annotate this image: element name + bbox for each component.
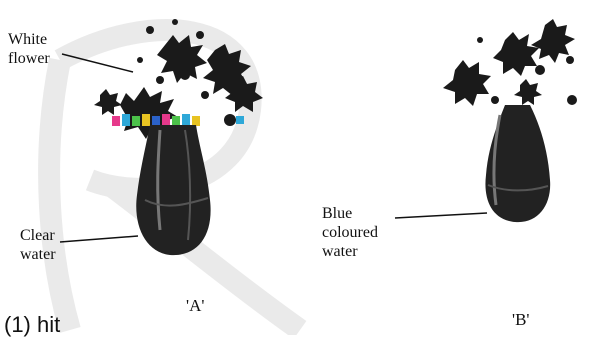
figure-a-vase — [136, 125, 210, 255]
clear-water-label-line1: Clear — [20, 226, 56, 245]
figure-b-flowers — [443, 19, 577, 106]
clear-water-leader-line — [60, 236, 138, 242]
clear-water-label-line2: water — [20, 245, 56, 264]
blue-water-label-line1: Blue — [322, 204, 378, 223]
figure-a-caption: 'A' — [186, 296, 204, 316]
blue-water-label-line3: water — [322, 242, 378, 261]
figure-b-vase — [485, 105, 550, 222]
white-flower-label-line1: White — [8, 30, 50, 49]
clear-water-label: Clear water — [20, 226, 56, 264]
white-flower-label: White flower — [8, 30, 50, 68]
blue-water-label: Blue coloured water — [322, 204, 378, 261]
white-flower-label-line2: flower — [8, 49, 50, 68]
blue-water-label-line2: coloured — [322, 223, 378, 242]
blue-water-leader-line — [395, 213, 487, 218]
cut-off-option-text: (1) hit — [4, 312, 60, 338]
figure-b-caption: 'B' — [512, 310, 529, 330]
